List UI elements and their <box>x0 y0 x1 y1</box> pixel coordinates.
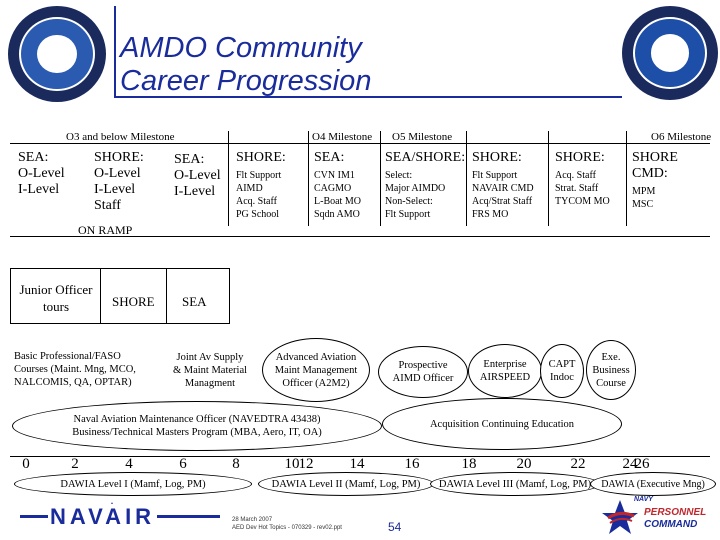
capt-indoc: CAPT Indoc <box>540 344 584 398</box>
divider-o4a <box>308 131 309 226</box>
footer-file: AED Dev Hot Topics - 070329 - rev02.ppt <box>232 525 342 531</box>
title-horizontal-rule <box>114 96 622 98</box>
dawia-level-1: DAWIA Level I (Mamf, Log, PM) <box>14 472 252 496</box>
navair-logo: NAVAIR <box>20 500 220 534</box>
on-ramp-shore: SHORE <box>112 294 155 309</box>
on-ramp-divider-2 <box>166 268 167 324</box>
footer-meta: 28 March 2007 AED Dev Hot Topics - 07032… <box>232 516 342 532</box>
tick-6: 6 <box>179 456 187 472</box>
divider-o3 <box>228 131 229 226</box>
on-ramp-box <box>10 268 230 324</box>
navy-label: NAVY <box>634 496 653 503</box>
tick-14: 14 <box>349 456 365 472</box>
col-o6-shore-header: SHORE: <box>555 150 605 165</box>
milestone-o6: O6 Milestone <box>651 131 712 143</box>
divider-o5b <box>548 131 549 226</box>
col-o6-cmd: SHORE CMD: MPM MSC <box>632 150 678 211</box>
col-o4-sea-header: SEA: <box>314 150 345 165</box>
col-o5-seashore-detail: Select: Major AIMDO Non-Select: Flt Supp… <box>385 170 446 220</box>
title-line-1: AMDO Community <box>120 32 362 64</box>
acquisition-continuing-ed: Acquisition Continuing Education <box>382 398 622 450</box>
col-sea-1-header: SEA: O-Level I-Level <box>18 150 65 197</box>
col-o6-cmd-detail: MPM MSC <box>632 186 656 210</box>
exec-business-course: Exe. Business Course <box>586 340 636 400</box>
dawia-executive: DAWIA (Executive Mng) <box>590 472 716 496</box>
col-o5-seashore: SEA/SHORE: Select: Major AIMDO Non-Selec… <box>385 150 465 221</box>
milestone-o5: O5 Milestone <box>392 131 453 143</box>
on-ramp-junior: Junior Officer tours <box>19 282 93 314</box>
tick-0: 0 <box>22 456 30 472</box>
milestone-o4: O4 Milestone <box>312 131 373 143</box>
col-shore-1-header: SHORE: O-Level I-Level Staff <box>94 150 144 213</box>
tick-8: 8 <box>232 456 240 472</box>
col-o5-seashore-header: SEA/SHORE: <box>385 150 466 165</box>
col-o5-shore-header: SHORE: <box>472 150 522 165</box>
col-o5-shore: SHORE: Flt Support NAVAIR CMD Acq/Strat … <box>472 150 534 221</box>
col-o4-sea-detail: CVN IM1 CAGMO L-Boat MO Sqdn AMO <box>314 170 361 220</box>
tick-2: 2 <box>71 456 79 472</box>
col-o6-shore: SHORE: Acq. Staff Strat. Staff TYCOM MO <box>555 150 610 208</box>
page-title: AMDO Community Career Progression <box>120 32 371 98</box>
a2m2-course: Advanced Aviation Maint Management Offic… <box>262 338 370 402</box>
divider-o4b <box>380 131 381 226</box>
footer-date: 28 March 2007 <box>232 517 273 523</box>
tick-26: 26 <box>634 456 650 472</box>
col-o6-shore-detail: Acq. Staff Strat. Staff TYCOM MO <box>555 170 610 207</box>
navedtra-program: Naval Aviation Maintenance Officer (NAVE… <box>12 401 382 451</box>
col-o4-shore-header: SHORE: <box>236 150 286 165</box>
col-sea-2-header: SEA: O-Level I-Level <box>174 152 221 199</box>
on-ramp-line <box>10 236 710 237</box>
basic-courses: Basic Professional/FASO Courses (Maint. … <box>14 340 164 398</box>
navair-wordmark: NAVAIR <box>48 504 158 530</box>
dawia-level-3: DAWIA Level III (Mamf, Log, PM) <box>430 472 600 496</box>
title-line-2: Career Progression <box>120 65 372 97</box>
navy-personnel-command-logo: NAVY PERSONNEL COMMAND <box>600 496 712 538</box>
personnel-label: PERSONNEL <box>644 507 707 518</box>
on-ramp-sea: SEA <box>182 294 207 309</box>
divider-o5a <box>466 131 467 226</box>
dawia-level-2: DAWIA Level II (Mamf, Log, PM) <box>258 472 434 496</box>
milestone-o3: O3 and below Milestone <box>66 131 175 143</box>
tick-16: 16 <box>404 456 420 472</box>
tick-24: 24 <box>622 456 638 472</box>
amdo-seal-right <box>622 6 718 100</box>
col-o4-shore-detail: Flt Support AIMD Acq. Staff PG School <box>236 170 282 220</box>
tick-20: 20 <box>516 456 532 472</box>
timeline-axis <box>10 456 710 457</box>
milestone-band-line <box>10 143 710 144</box>
command-label: COMMAND <box>644 519 698 530</box>
joint-supply-course: Joint Av Supply & Maint Material Managme… <box>158 342 262 398</box>
tick-10: 10 <box>284 456 300 472</box>
tick-22: 22 <box>570 456 586 472</box>
on-ramp-label: ON RAMP <box>78 223 133 237</box>
title-vertical-rule <box>114 6 116 98</box>
page-number: 54 <box>388 520 402 534</box>
col-o4-shore: SHORE: Flt Support AIMD Acq. Staff PG Sc… <box>236 150 286 221</box>
star-icon <box>602 500 638 534</box>
divider-o6 <box>626 131 627 226</box>
prospective-aimd: Prospective AIMD Officer <box>378 346 468 398</box>
col-o5-shore-detail: Flt Support NAVAIR CMD Acq/Strat Staff F… <box>472 170 534 220</box>
col-o6-cmd-header: SHORE CMD: <box>632 150 678 181</box>
on-ramp-divider-1 <box>100 268 101 324</box>
amdo-seal-left <box>8 6 106 102</box>
tick-4: 4 <box>125 456 133 472</box>
col-o4-sea: SEA: CVN IM1 CAGMO L-Boat MO Sqdn AMO <box>314 150 361 221</box>
tick-18: 18 <box>461 456 477 472</box>
enterprise-airspeed: Enterprise AIRSPEED <box>468 344 542 398</box>
tick-12: 12 <box>298 456 314 472</box>
